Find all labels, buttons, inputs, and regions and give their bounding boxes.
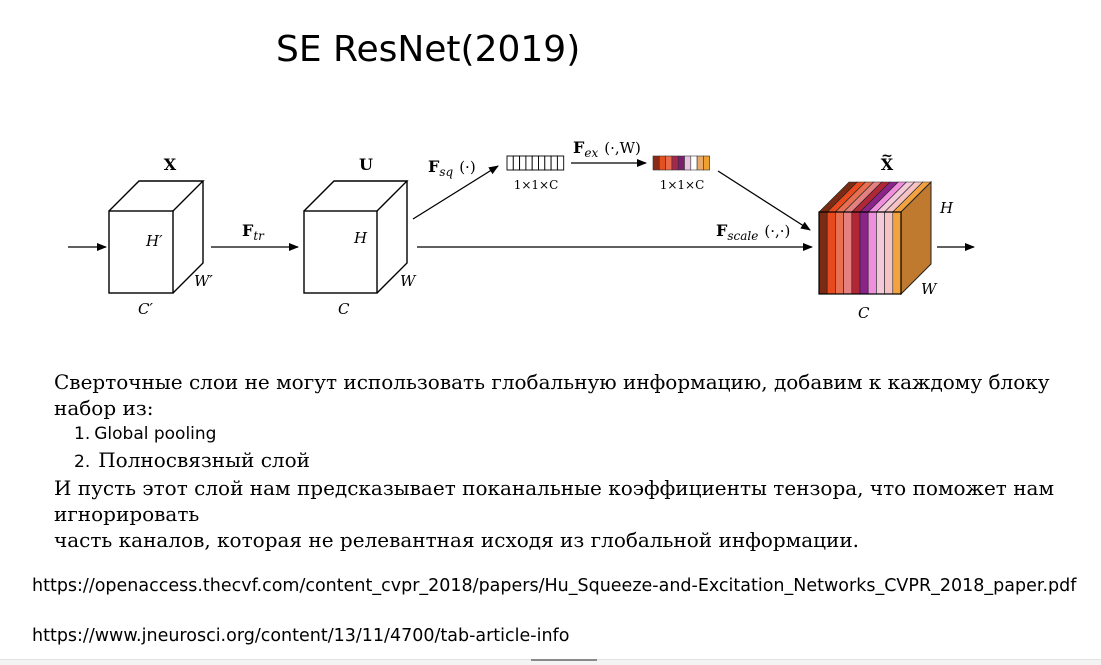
scale-weights-arrow bbox=[717, 170, 811, 231]
paragraph-2: И пусть этот слой нам предсказывает пока… bbox=[54, 476, 1055, 526]
label-w-prime: W′ bbox=[194, 272, 213, 290]
excite-cell bbox=[696, 155, 704, 171]
squeeze-cell bbox=[512, 155, 521, 171]
label-f-sq: Fsq(·) bbox=[428, 157, 476, 179]
excite-cell bbox=[677, 155, 685, 171]
tensor-slice-front bbox=[843, 211, 853, 295]
squeeze-cell bbox=[506, 155, 514, 171]
squeeze-cell bbox=[544, 155, 552, 171]
cube-x bbox=[108, 180, 205, 294]
tensor-slice-front bbox=[826, 211, 836, 295]
body-text: Сверточные слои не могут использовать гл… bbox=[54, 369, 1094, 553]
label-w: W bbox=[400, 272, 417, 290]
fsq-arrow bbox=[412, 165, 499, 220]
se-block-diagram: X H′ W′ C′ Ftr U H W C Fsq(·) 1×1×C Fex(… bbox=[68, 138, 975, 322]
paragraph-3: часть каналов, которая не релевантная ис… bbox=[54, 528, 860, 552]
excite-cell bbox=[665, 155, 673, 171]
tensor-outline bbox=[818, 211, 902, 295]
label-h-prime: H′ bbox=[145, 232, 163, 250]
squeeze-vector bbox=[506, 155, 565, 171]
list-item: 2.Полносвязный слой bbox=[74, 448, 310, 472]
excite-cell bbox=[703, 155, 711, 171]
tensor-slice-front bbox=[876, 211, 885, 295]
label-x-tilde: X bbox=[881, 155, 894, 174]
label-dim-1: 1×1×C bbox=[514, 178, 559, 192]
squeeze-cell bbox=[556, 155, 565, 171]
excitation-vector bbox=[652, 155, 711, 171]
label-f-ex: Fex(·,W) bbox=[573, 138, 641, 160]
label-w-out: W bbox=[921, 280, 938, 298]
tensor-slice-front bbox=[884, 211, 894, 295]
label-dim-2: 1×1×C bbox=[660, 178, 705, 192]
tensor-slice-front bbox=[859, 211, 869, 295]
output-tensor bbox=[818, 180, 932, 296]
squeeze-cell bbox=[550, 155, 558, 171]
cube-u bbox=[303, 180, 409, 294]
reference-link-cvpr[interactable]: https://openaccess.thecvf.com/content_cv… bbox=[32, 576, 1077, 596]
squeeze-cell bbox=[525, 155, 533, 171]
label-h-out: H bbox=[939, 199, 954, 217]
squeeze-cell bbox=[519, 155, 527, 171]
tensor-slice-front bbox=[818, 211, 828, 295]
reference-link-jneurosci[interactable]: https://www.jneurosci.org/content/13/11/… bbox=[32, 626, 570, 646]
list: 1.Global pooling 2.Полносвязный слой bbox=[54, 421, 1094, 475]
scrollbar-thumb[interactable] bbox=[531, 659, 597, 661]
squeeze-cell bbox=[531, 155, 539, 171]
slide-title: SE ResNet(2019) bbox=[276, 29, 581, 70]
label-x: X bbox=[164, 155, 177, 174]
label-f-tr: Ftr bbox=[242, 221, 265, 243]
label-c-out: C bbox=[858, 304, 870, 322]
label-f-scale: Fscale(·,·) bbox=[716, 221, 790, 243]
excite-cell bbox=[652, 155, 660, 171]
label-c-prime: C′ bbox=[138, 300, 153, 318]
tensor-slice-front bbox=[892, 211, 902, 295]
tensor-slice-front bbox=[867, 211, 877, 295]
excite-cell bbox=[658, 155, 666, 171]
label-c: C bbox=[338, 300, 350, 318]
excite-cell bbox=[690, 155, 698, 171]
paragraph-1: Сверточные слои не могут использовать гл… bbox=[54, 370, 1050, 420]
label-h: H bbox=[353, 229, 368, 247]
tensor-slice-front bbox=[851, 211, 861, 295]
list-item: 1.Global pooling bbox=[74, 424, 217, 444]
excite-cell bbox=[671, 155, 679, 171]
excite-cell bbox=[684, 155, 692, 171]
label-tilde: ~ bbox=[881, 148, 893, 164]
squeeze-cell bbox=[538, 155, 546, 171]
label-u: U bbox=[359, 155, 373, 174]
tensor-slice-front bbox=[835, 211, 844, 295]
